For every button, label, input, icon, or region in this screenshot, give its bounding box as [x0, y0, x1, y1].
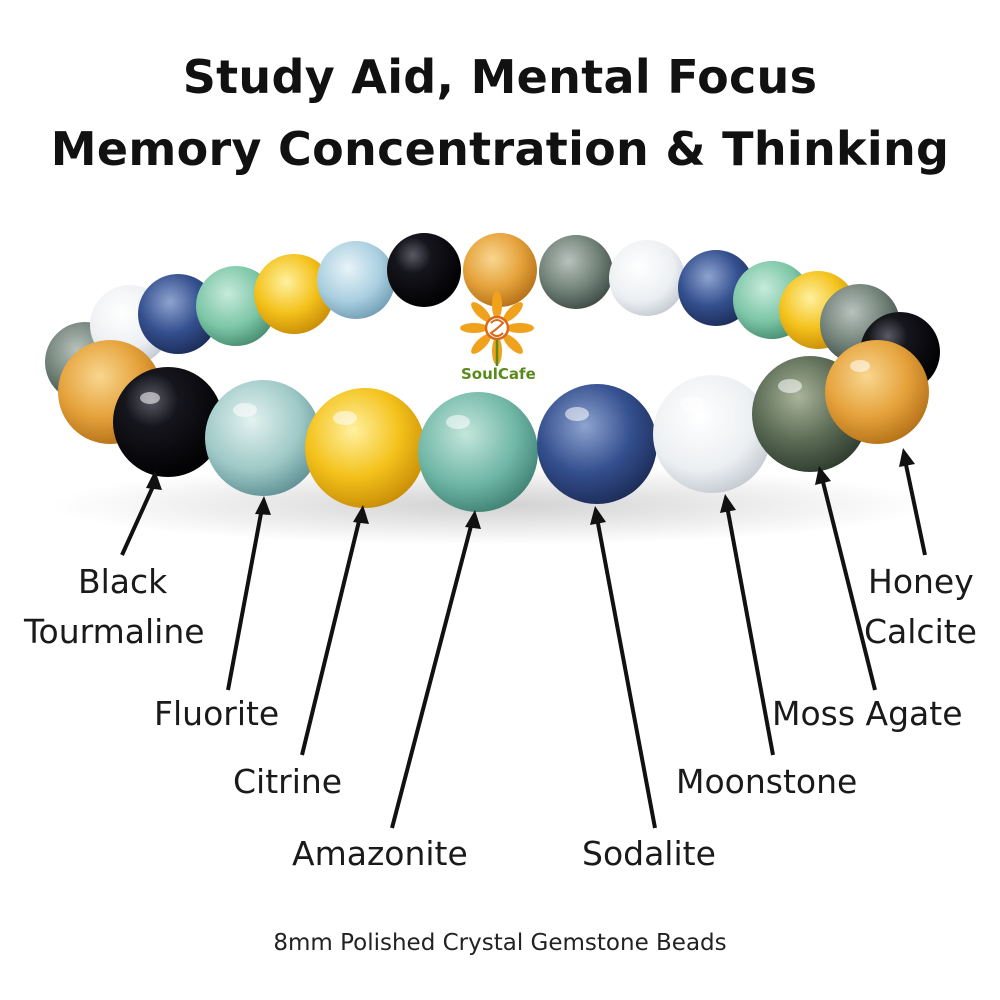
bead-back [317, 241, 395, 319]
bead-highlight [565, 407, 589, 421]
arrowhead-icon [353, 505, 369, 524]
label-calcite: Calcite [864, 612, 977, 651]
logo-petal [503, 334, 523, 354]
bead-highlight [233, 403, 257, 417]
label-fluorite: Fluorite [154, 694, 280, 733]
arrowhead-icon [255, 496, 271, 515]
label-sodalite: Sodalite [582, 834, 716, 873]
arrow-heads [146, 448, 915, 529]
bead-highlight [140, 392, 160, 404]
bead-highlight [850, 360, 870, 372]
arrowhead-icon [815, 466, 831, 485]
arrowhead-icon [899, 448, 915, 467]
label-moss-agate: Moss Agate [772, 694, 963, 733]
logo-petal [492, 291, 502, 319]
label-tourmaline: Tourmaline [24, 612, 205, 651]
arrow-black-tourmaline [120, 481, 157, 556]
arrow-moonstone [725, 505, 775, 756]
logo-petal [506, 323, 534, 333]
bead-highlights [140, 360, 870, 429]
bead-back [463, 233, 537, 307]
logo-letter [489, 319, 505, 337]
bead-fluorite [205, 380, 321, 496]
bead-moonstone [653, 375, 771, 493]
label-black: Black [78, 562, 168, 601]
bead-sodalite [537, 384, 657, 504]
bead-citrine [305, 388, 425, 508]
bead-back [609, 240, 685, 316]
soulcafe-logo-text: SoulCafe [461, 365, 536, 383]
caption: 8mm Polished Crystal Gemstone Beads [273, 930, 727, 956]
arrowhead-icon [465, 510, 481, 529]
arrow-amazonite [390, 521, 474, 829]
logo-petal [471, 302, 491, 322]
label-honey: Honey [868, 562, 974, 601]
back-row-beads [45, 233, 940, 402]
bead-black-tourmaline [113, 367, 223, 477]
label-citrine: Citrine [233, 762, 343, 801]
arrowhead-icon [590, 506, 606, 525]
bead-back [539, 235, 613, 309]
logo-petal [460, 323, 488, 333]
bead-highlight [778, 379, 802, 393]
pointer-arrows [120, 459, 927, 829]
headline-line-2: Memory Concentration & Thinking [50, 122, 950, 176]
arrowhead-icon [146, 470, 162, 490]
bead-back [254, 254, 334, 334]
arrowhead-icon [720, 494, 736, 513]
arrow-honey-calcite [903, 459, 927, 556]
bead-amazonite [418, 392, 538, 512]
label-amazonite: Amazonite [292, 834, 468, 873]
arrow-citrine [300, 516, 362, 756]
arrow-fluorite [226, 507, 264, 691]
bead-highlight [446, 415, 470, 429]
arrow-sodalite [595, 517, 657, 829]
logo-petal [503, 302, 523, 322]
bead-highlight [333, 411, 357, 425]
label-moonstone: Moonstone [676, 762, 858, 801]
bead-highlight [680, 397, 704, 411]
soulcafe-logo-icon [460, 291, 534, 366]
headline-line-1: Study Aid, Mental Focus [182, 50, 818, 104]
logo-petal [471, 334, 491, 354]
arrow-moss-agate [820, 477, 877, 691]
bead-back [387, 233, 461, 307]
bead-honey-calcite [825, 340, 929, 444]
